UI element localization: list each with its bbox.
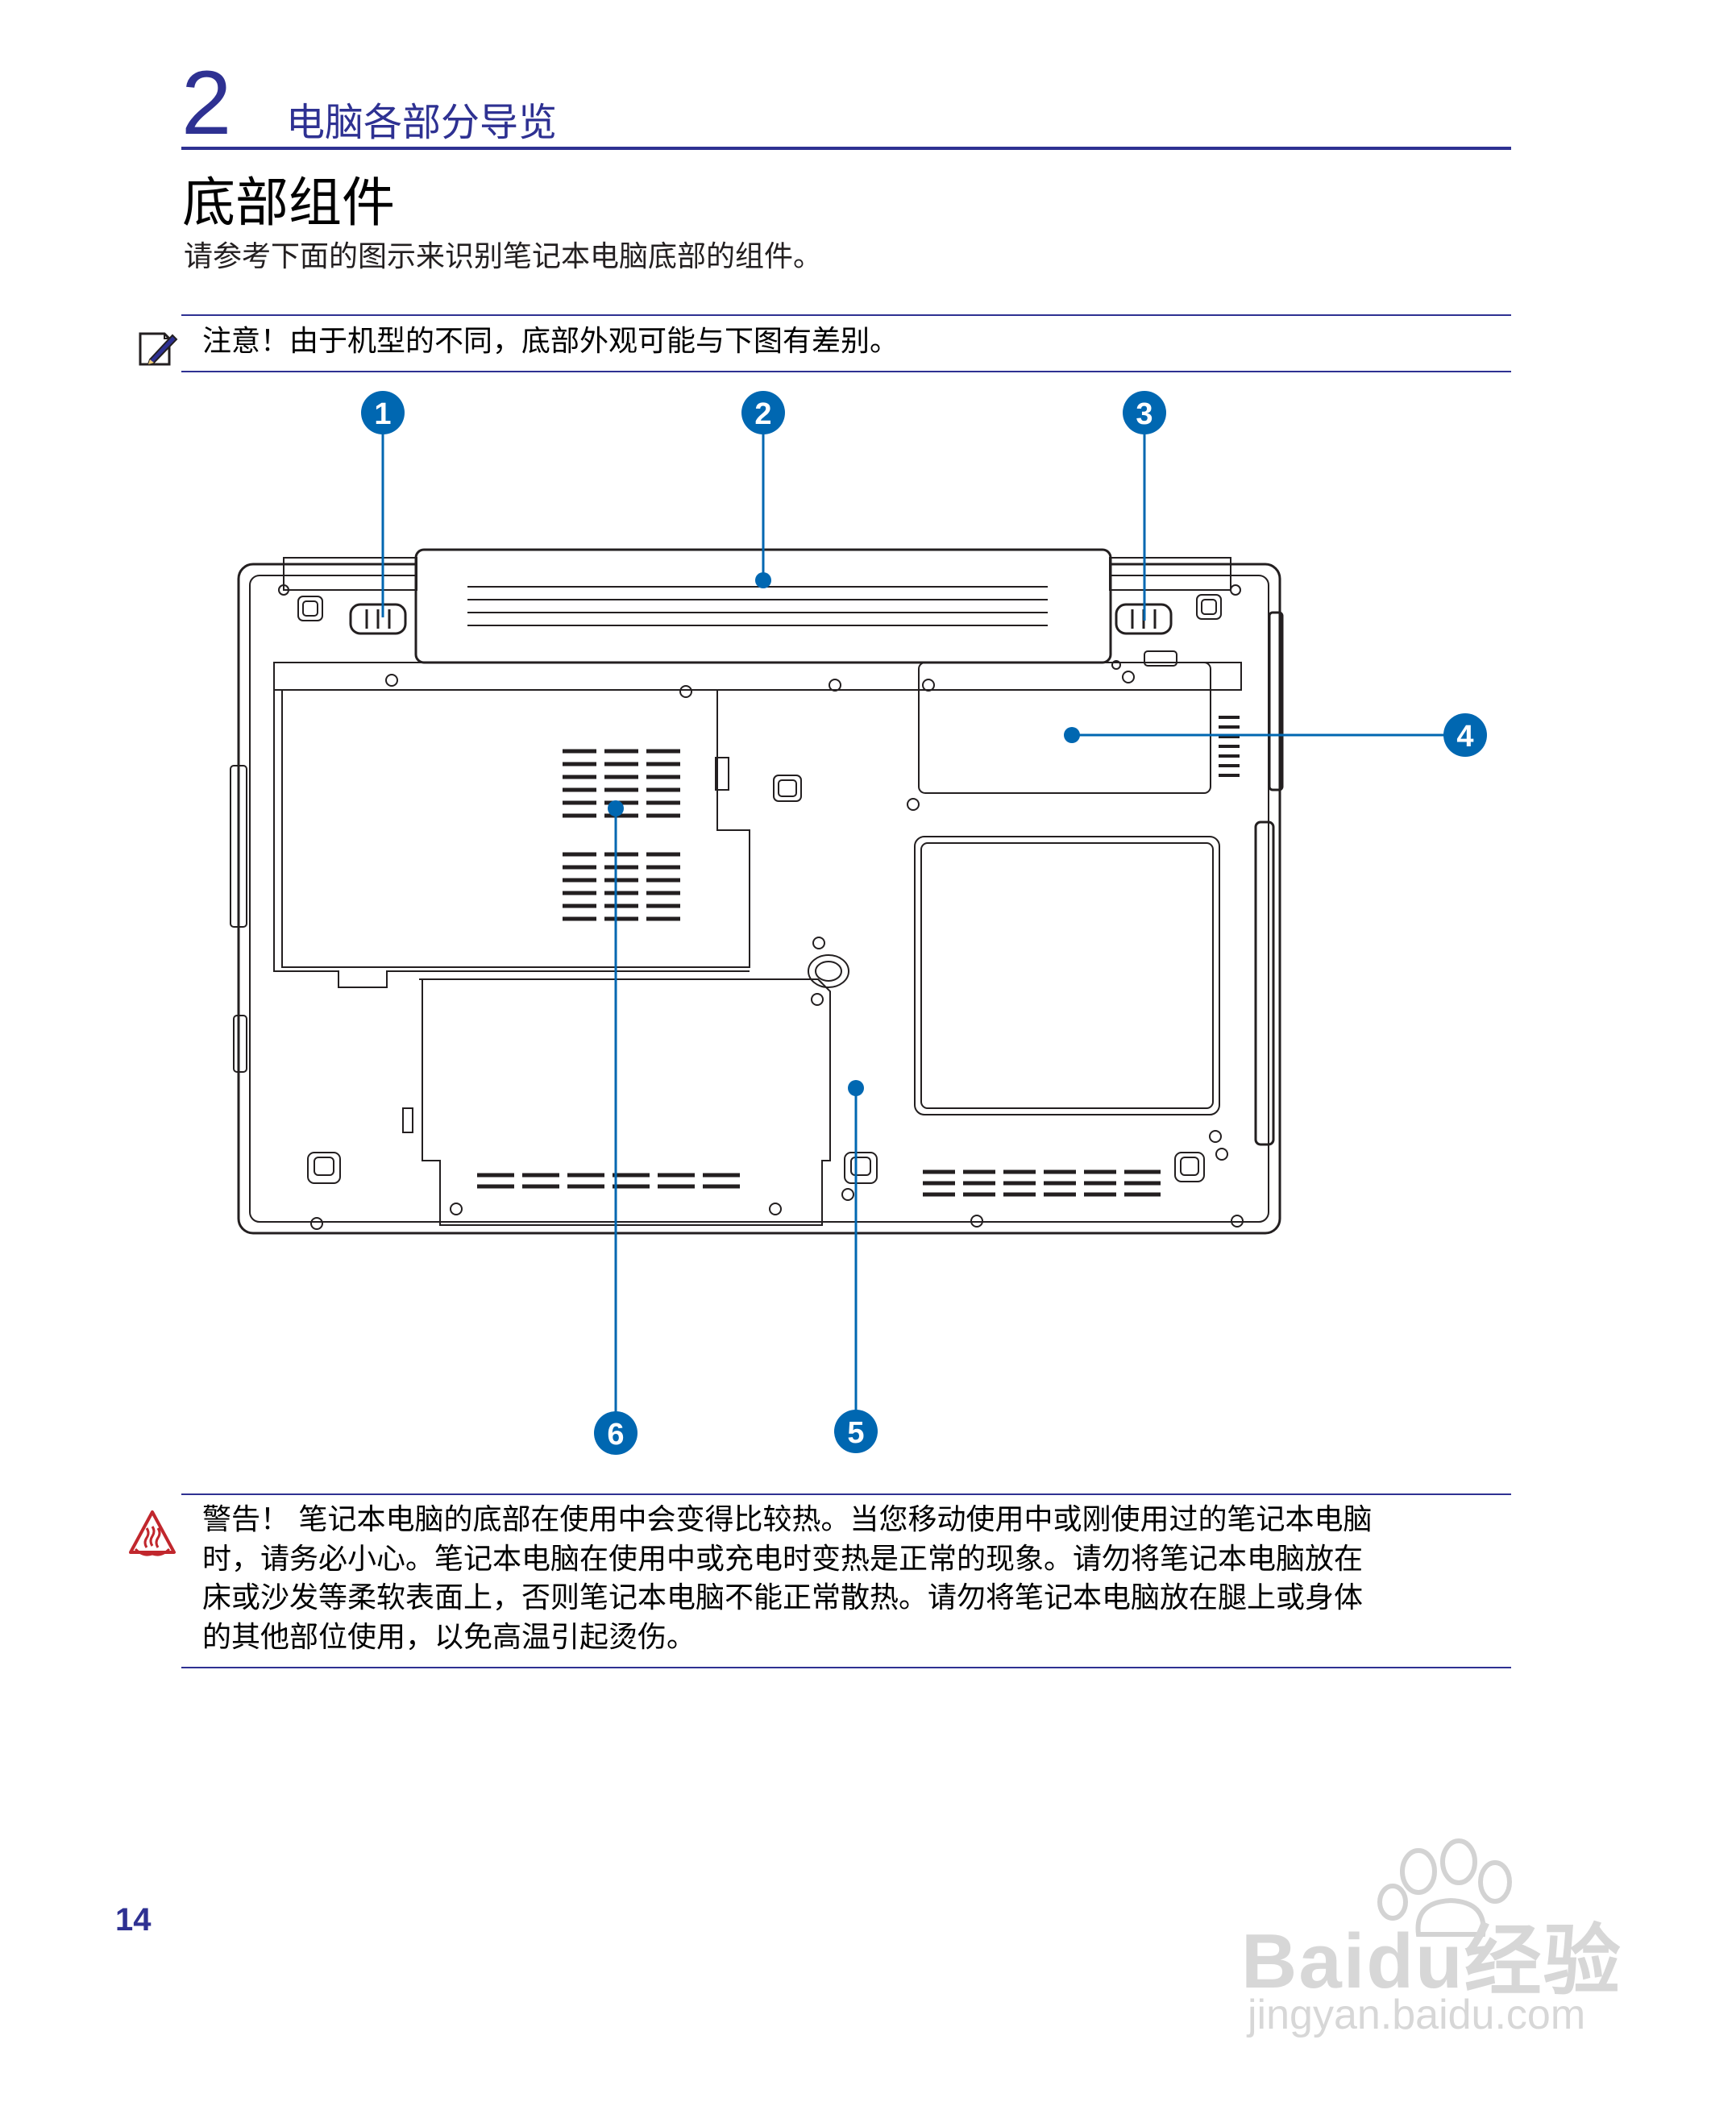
warning-line: 的其他部位使用，以免高温引起烫伤。 [202,1620,696,1654]
bottom-vents [923,1169,1161,1197]
callout-1: 1 [361,391,405,434]
header-rule [181,147,1511,150]
chassis-outline [230,563,1284,1235]
section-intro: 请参考下面的图示来识别笔记本电脑底部的组件。 [184,240,823,273]
svg-text:3: 3 [1136,397,1152,431]
memory-compartment [273,689,802,988]
warning-line: 警告！ 笔记本电脑的底部在使用中会变得比较热。当您移动使用中或刚使用过的笔记本电… [202,1503,1373,1536]
paw-logo [1377,1838,1512,1937]
warning-bottom-rule [181,1667,1511,1668]
callout-5: 5 [834,1410,878,1453]
battery-pack [283,548,1231,664]
callout-leaders [381,413,1465,1428]
page-number: 14 [115,1902,152,1938]
section-title: 底部组件 [182,172,395,234]
svg-text:5: 5 [847,1416,864,1450]
svg-text:4: 4 [1456,720,1473,754]
svg-text:1: 1 [374,397,391,431]
callout-2: 2 [741,391,785,434]
watermark-brand: Bai [1241,1918,1367,2004]
laptop-bottom-diagram: 1 2 3 4 5 6 [226,379,1499,1459]
lock-slot [808,954,849,988]
chapter-number: 2 [181,52,232,153]
watermark-url: jingyan.baidu.com [1248,1992,1586,2038]
right-panel [914,836,1220,1115]
warning-text: 警告！ 笔记本电脑的底部在使用中会变得比较热。当您移动使用中或刚使用过的笔记本电… [202,1501,1500,1657]
chapter-title: 电脑各部分导览 [286,100,558,145]
baidu-watermark: Baidu经验 jingyan.baidu.com [1233,1838,1668,2039]
note-top-rule [181,314,1511,316]
battery-latch-left [297,596,407,635]
callout-3: 3 [1123,391,1166,434]
watermark-brand-du: du [1366,1918,1464,2004]
rubber-feet [307,1152,1205,1184]
warning-line: 床或沙发等柔软表面上，否则笔记本电脑不能正常散热。请勿将笔记本电脑放在腿上或身体 [202,1581,1364,1614]
wireless-compartment [918,650,1240,794]
note-pencil-icon [137,329,179,368]
warning-line: 时，请务必小心。笔记本电脑在使用中或充电时变热是正常的现象。请勿将笔记本电脑放在 [202,1542,1364,1576]
watermark-brand-cn: 经验 [1464,1916,1622,2006]
callout-dots [608,572,1080,1096]
screws [278,584,1244,1230]
svg-text:2: 2 [754,397,771,431]
hot-surface-warning-icon [127,1509,177,1559]
warning-top-rule [181,1493,1511,1495]
battery-latch-right [1115,594,1222,635]
svg-text:6: 6 [607,1418,624,1452]
callout-6: 6 [594,1411,638,1455]
callout-4: 4 [1443,713,1487,757]
note-text: 注意！由于机型的不同，底部外观可能与下图有差别。 [202,325,899,358]
note-bottom-rule [181,371,1511,372]
